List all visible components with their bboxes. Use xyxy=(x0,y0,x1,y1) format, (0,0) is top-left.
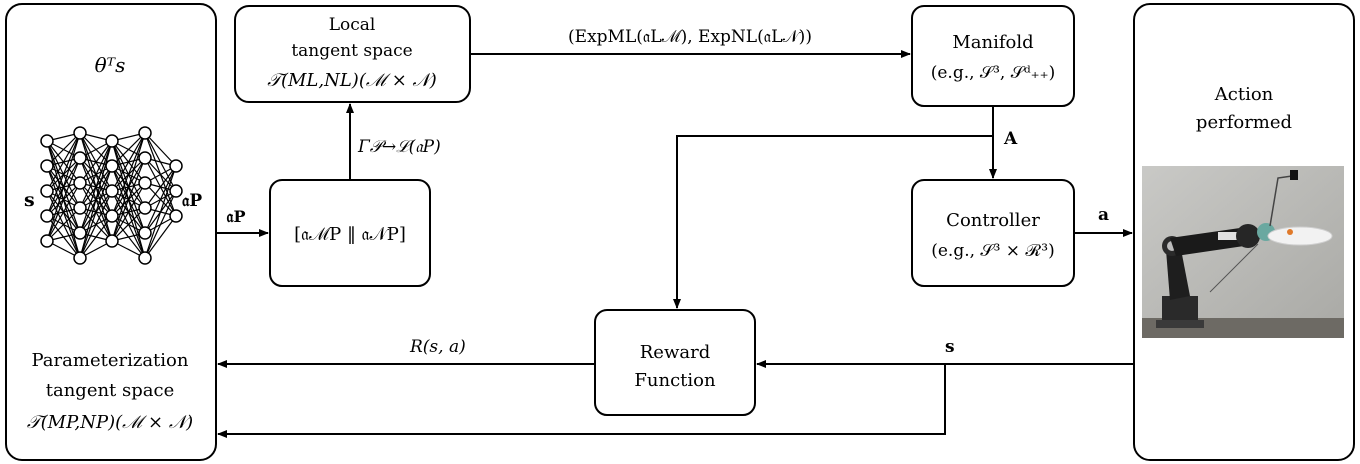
nn-neuron xyxy=(105,234,119,248)
controller-examples: (e.g., 𝒮³ × ℛ³) xyxy=(931,241,1055,261)
local-line3: 𝒯(ML,NL)(ℳ × 𝒩) xyxy=(267,70,437,91)
nn-neuron xyxy=(73,176,87,190)
nn-connection xyxy=(46,132,81,217)
nn-connection xyxy=(46,132,81,167)
param-caption-line1: Parameterization xyxy=(32,350,189,371)
manifold-title: Manifold xyxy=(952,32,1033,53)
nn-connection xyxy=(46,132,81,242)
nn-neuron xyxy=(105,134,119,148)
nn-neuron xyxy=(40,159,54,173)
local-line2: tangent space xyxy=(291,41,412,61)
nn-connection xyxy=(79,140,113,209)
nn-connection xyxy=(79,165,113,259)
controller-node: Controller (e.g., 𝒮³ × ℛ³) xyxy=(911,179,1075,287)
action-panel: Action performed xyxy=(1133,3,1355,461)
nn-neuron xyxy=(138,251,152,265)
nn-connection xyxy=(111,157,146,242)
nn-neuron xyxy=(138,126,152,140)
nn-connection xyxy=(46,157,81,242)
nn-neuron xyxy=(105,209,119,223)
edge-gamma-label: Γ𝒫→ℒ(𝔞P) xyxy=(357,137,441,157)
param-caption-line3: 𝒯(MP,NP)(ℳ × 𝒩) xyxy=(27,412,193,433)
robot-arm-photo xyxy=(1142,166,1344,338)
nn-neuron xyxy=(40,184,54,198)
nn-neuron xyxy=(138,176,152,190)
nn-neuron xyxy=(40,134,54,148)
nn-connection xyxy=(79,140,113,184)
nn-connection xyxy=(144,132,177,167)
network-output-label: 𝔞P xyxy=(182,191,202,211)
nn-neuron xyxy=(73,251,87,265)
parameterization-panel: θᵀs s 𝔞P Parameterization tangent space … xyxy=(5,3,217,461)
edge-reward-label: R(s, a) xyxy=(409,337,466,357)
manifold-node: Manifold (e.g., 𝒮³, 𝒮ᵈ₊₊) xyxy=(911,5,1075,107)
nn-connection xyxy=(144,165,177,234)
edge-A-label: A xyxy=(1003,129,1018,149)
action-line2: performed xyxy=(1196,112,1292,133)
nn-connection xyxy=(46,207,81,242)
nn-neuron xyxy=(73,226,87,240)
nn-neuron xyxy=(169,159,183,173)
manifold-examples: (e.g., 𝒮³, 𝒮ᵈ₊₊) xyxy=(931,63,1056,83)
edge-a-label: a xyxy=(1098,205,1109,225)
nn-connection xyxy=(144,215,177,259)
nn-neuron xyxy=(105,184,119,198)
nn-connection xyxy=(111,132,146,242)
edge-s-label: s xyxy=(945,337,955,357)
policy-formula: θᵀs xyxy=(95,53,126,77)
nn-connection xyxy=(144,165,177,259)
nn-connection xyxy=(111,132,146,217)
nn-connection xyxy=(79,215,113,259)
edge-A-to-reward xyxy=(673,135,993,309)
reward-function-node: Reward Function xyxy=(594,309,756,416)
concat-node: [𝔞ℳP ‖ 𝔞𝒩P] xyxy=(269,179,431,287)
nn-connection xyxy=(79,140,113,234)
network-input-label: s xyxy=(24,189,35,211)
edge-s-to-param xyxy=(217,364,946,438)
nn-neuron xyxy=(40,234,54,248)
nn-neuron xyxy=(169,184,183,198)
nn-neuron xyxy=(138,226,152,240)
local-line1: Local xyxy=(329,15,376,35)
nn-connection xyxy=(111,132,146,167)
edge-ap-label: 𝔞P xyxy=(227,207,246,226)
action-line1: Action xyxy=(1214,84,1274,105)
nn-connection xyxy=(79,190,113,259)
reward-line1: Reward xyxy=(640,342,710,363)
nn-connection xyxy=(111,207,146,242)
edge-exp-label: (ExpML(𝔞Lℳ), ExpNL(𝔞L𝒩)) xyxy=(568,27,812,47)
nn-neuron xyxy=(40,209,54,223)
nn-neuron xyxy=(169,209,183,223)
param-caption-line2: tangent space xyxy=(46,380,175,401)
nn-connection xyxy=(79,140,113,259)
nn-connection xyxy=(46,132,81,192)
reward-line2: Function xyxy=(634,370,716,391)
nn-neuron xyxy=(73,126,87,140)
nn-connection xyxy=(46,182,81,242)
concat-formula: [𝔞ℳP ‖ 𝔞𝒩P] xyxy=(294,224,406,245)
nn-connection xyxy=(144,190,177,259)
nn-neuron xyxy=(138,201,152,215)
nn-neuron xyxy=(73,201,87,215)
local-tangent-space-node: Local tangent space 𝒯(ML,NL)(ℳ × 𝒩) xyxy=(234,5,471,103)
neural-network-icon xyxy=(40,126,183,265)
nn-neuron xyxy=(138,151,152,165)
nn-neuron xyxy=(105,159,119,173)
nn-neuron xyxy=(73,151,87,165)
nn-connection xyxy=(144,165,177,209)
nn-connection xyxy=(111,132,146,192)
controller-title: Controller xyxy=(946,210,1040,231)
nn-connection xyxy=(111,182,146,242)
